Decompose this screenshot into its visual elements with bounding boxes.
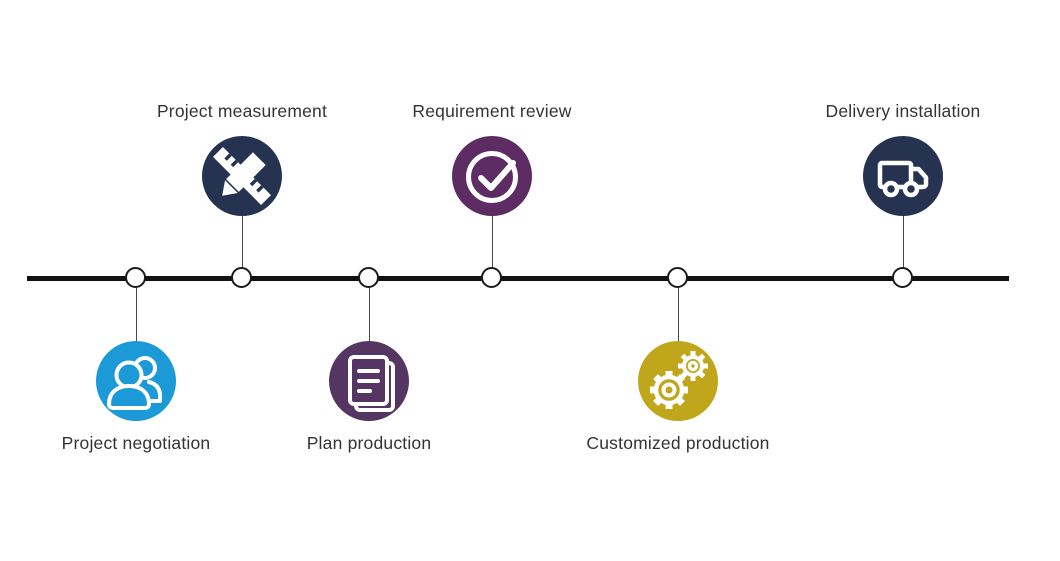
truck-icon — [863, 136, 943, 216]
step-label: Delivery installation — [825, 101, 981, 121]
connector-line — [902, 216, 904, 268]
timeline-axis — [27, 276, 1009, 281]
timeline-node — [125, 267, 146, 288]
timeline-step-plan-production: Plan production — [249, 0, 489, 561]
timeline-step-project-negotiation: Project negotiation — [16, 0, 256, 561]
connector-line — [677, 288, 679, 342]
timeline-step-project-measurement: Project measurement — [122, 0, 362, 561]
connector-line — [241, 216, 243, 268]
timeline-node — [358, 267, 379, 288]
step-label: Customized production — [586, 433, 770, 453]
timeline-step-customized-production: Customized production — [558, 0, 798, 561]
timeline-step-requirement-review: Requirement review — [372, 0, 612, 561]
step-label: Project negotiation — [61, 433, 211, 453]
document-icon — [329, 341, 409, 421]
gears-icon — [638, 341, 718, 421]
connector-line — [368, 288, 370, 342]
timeline-node — [667, 267, 688, 288]
connector-line — [135, 288, 137, 342]
step-label: Project measurement — [156, 101, 328, 121]
ruler-pencil-icon — [202, 136, 282, 216]
timeline-node — [481, 267, 502, 288]
connector-line — [491, 216, 493, 268]
step-label: Plan production — [306, 433, 432, 453]
check-circle-icon — [452, 136, 532, 216]
timeline-node — [231, 267, 252, 288]
timeline-node — [892, 267, 913, 288]
timeline-step-delivery-installation: Delivery installation — [783, 0, 1023, 561]
people-icon — [96, 341, 176, 421]
step-label: Requirement review — [412, 101, 572, 121]
